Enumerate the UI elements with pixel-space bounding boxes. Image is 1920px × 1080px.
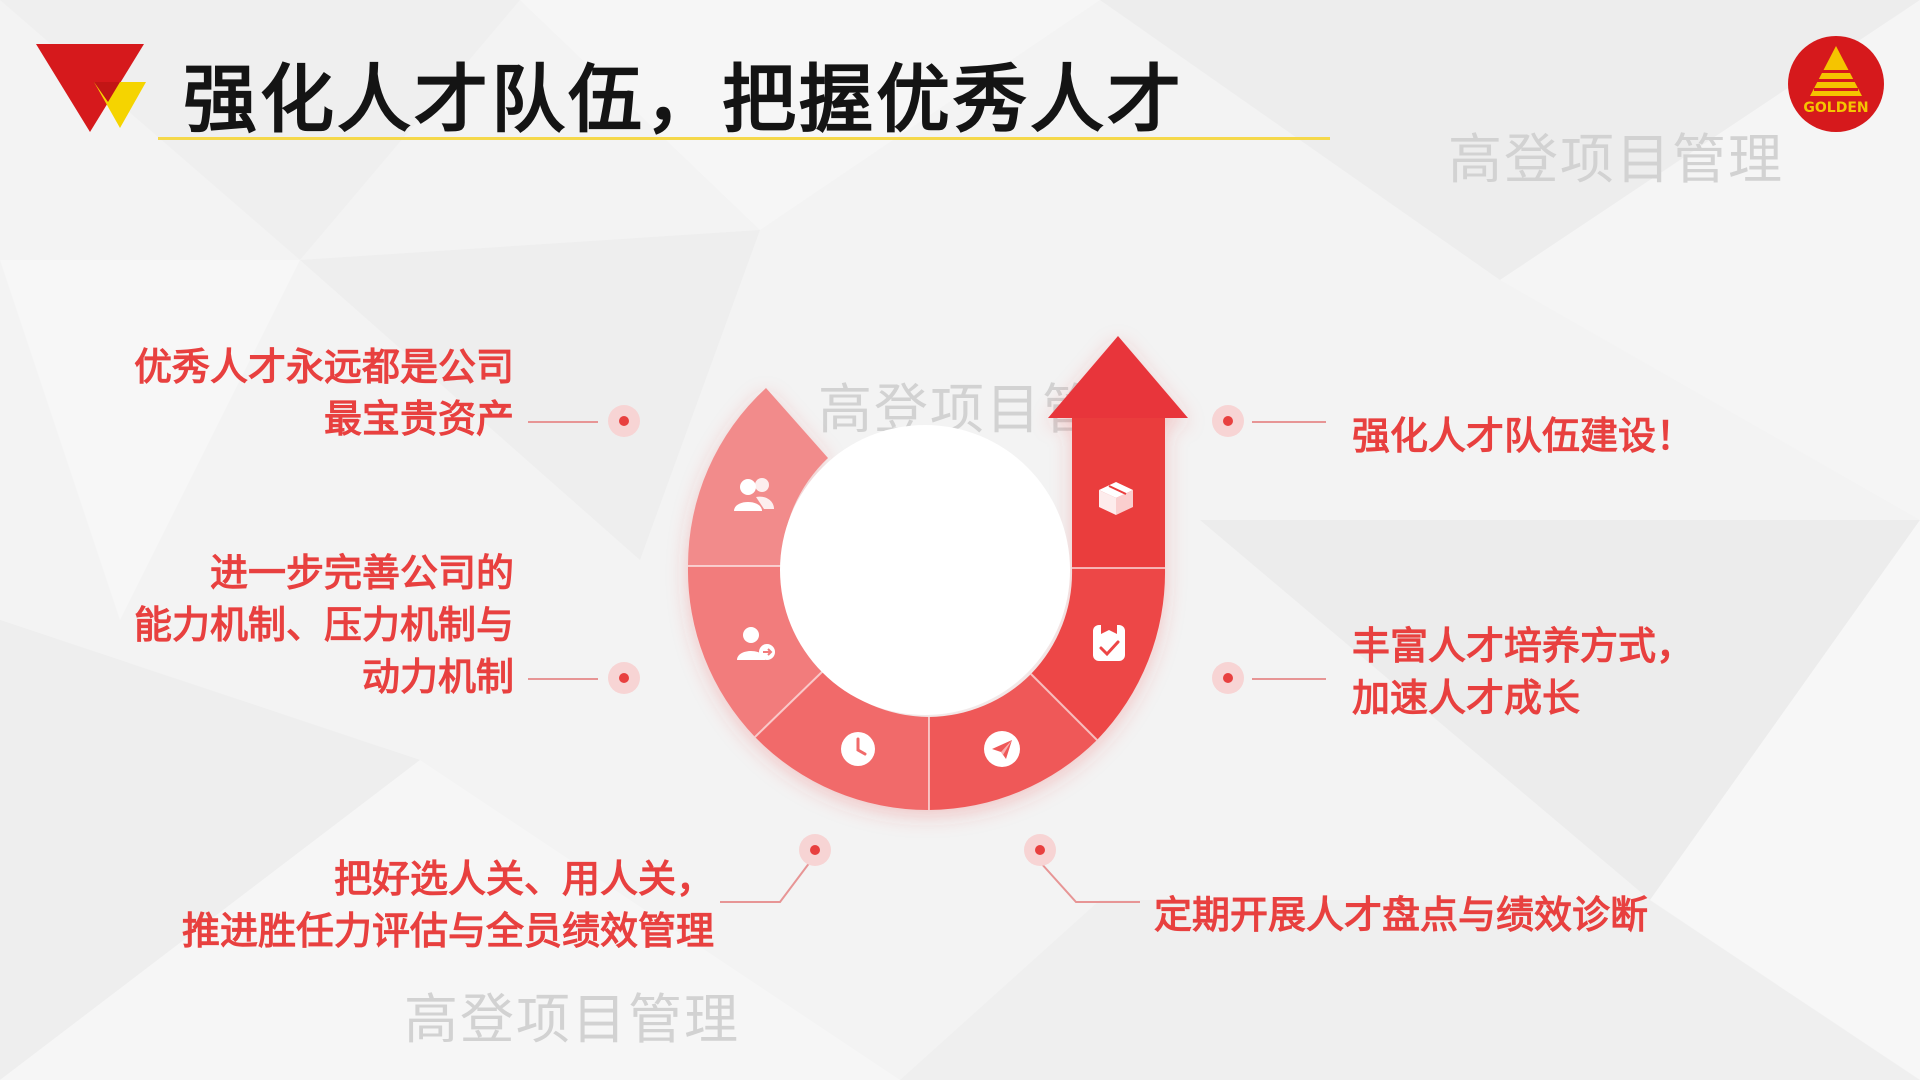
point-6-connector	[1252, 421, 1326, 423]
brand-triangle-icon	[36, 44, 146, 132]
golden-logo: GOLDEN	[1786, 34, 1886, 134]
point-2-line-3: 动力机制	[361, 654, 514, 699]
title-underline	[158, 137, 1330, 140]
point-6-text: 强化人才队伍建设！	[1352, 410, 1694, 462]
point-2-line-1: 进一步完善公司的	[209, 550, 514, 595]
point-2-text: 进一步完善公司的 能力机制、压力机制与 动力机制	[134, 547, 514, 703]
point-5-line-2: 加速人才成长	[1352, 675, 1581, 720]
point-2-connector	[528, 678, 598, 680]
user-transfer-icon	[737, 627, 775, 660]
point-1-line-1: 优秀人才永远都是公司	[133, 344, 514, 389]
watermark: 高登项目管理	[1448, 128, 1784, 191]
point-6-line-1: 强化人才队伍建设！	[1352, 413, 1695, 458]
point-1-dot	[608, 405, 640, 437]
point-3-dot	[799, 834, 831, 866]
watermark: 高登项目管理	[404, 988, 740, 1051]
point-3-line-1: 把好选人关、用人关，	[333, 856, 714, 901]
point-1-line-2: 最宝贵资产	[323, 396, 514, 441]
point-2-line-2: 能力机制、压力机制与	[133, 602, 514, 647]
point-3-text: 把好选人关、用人关， 推进胜任力评估与全员绩效管理	[182, 853, 714, 957]
logo-text: GOLDEN	[1803, 100, 1869, 116]
golden-logo-icon	[1788, 36, 1884, 132]
point-4-line-1: 定期开展人才盘点与绩效诊断	[1154, 892, 1649, 937]
paper-plane-icon	[984, 731, 1020, 767]
point-4-dot	[1024, 834, 1056, 866]
point-1-connector	[528, 421, 598, 423]
checklist-icon	[1093, 625, 1125, 661]
point-5-dot	[1212, 662, 1244, 694]
people-icon	[734, 478, 774, 511]
point-1-text: 优秀人才永远都是公司 最宝贵资产	[134, 341, 514, 445]
box-icon	[1099, 482, 1133, 515]
point-4-connector	[1039, 861, 1140, 903]
point-4-text: 定期开展人才盘点与绩效诊断	[1154, 889, 1648, 941]
point-5-line-1: 丰富人才培养方式，	[1352, 623, 1695, 668]
point-5-text: 丰富人才培养方式， 加速人才成长	[1352, 620, 1694, 724]
point-3-connector	[720, 861, 811, 903]
point-6-dot	[1212, 405, 1244, 437]
clock-icon	[841, 732, 875, 766]
page-title: 强化人才队伍，把握优秀人才	[183, 57, 1184, 143]
point-3-line-2: 推进胜任力评估与全员绩效管理	[181, 908, 714, 953]
point-5-connector	[1252, 678, 1326, 680]
talent-cycle-diagram	[687, 336, 1188, 811]
point-2-dot	[608, 662, 640, 694]
